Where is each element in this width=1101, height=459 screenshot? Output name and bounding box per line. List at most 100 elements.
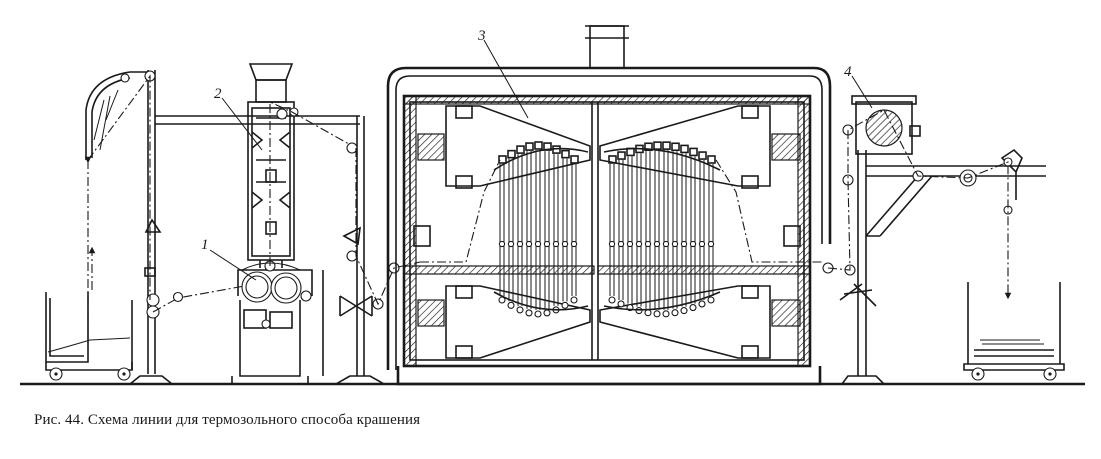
festoon-mid-roller xyxy=(698,240,706,248)
festoon-mid-roller xyxy=(516,240,524,248)
chain-rail-upper-right xyxy=(603,147,721,171)
festoon-loop xyxy=(571,164,577,296)
festoon-mid-roller xyxy=(680,240,688,248)
chain-rail-upper-left xyxy=(493,147,589,171)
callout-1: 1 xyxy=(201,237,257,281)
festoon-bottom-rod xyxy=(662,310,670,318)
festoon-bottom-rod xyxy=(653,310,661,318)
festoon-bottom-rod xyxy=(689,304,697,312)
festoon-mid-roller xyxy=(617,240,625,248)
festoon-bottom-rod xyxy=(525,309,533,317)
festoon-loop xyxy=(508,158,514,302)
festoon-loop xyxy=(645,151,651,309)
festoon-top-bar xyxy=(608,155,617,164)
festoon-loop xyxy=(553,154,559,306)
festoon-loop xyxy=(609,164,615,296)
chain-rail-lower-right xyxy=(603,291,721,311)
festoon-top-bar xyxy=(507,149,516,159)
festoon-top-bar xyxy=(698,151,707,160)
festoon-top-bar xyxy=(662,141,671,150)
chain-rail-lower-left xyxy=(493,291,589,311)
festoon-bottom-rod xyxy=(561,301,569,309)
festoon-loop xyxy=(699,160,705,300)
festoon-top-bar xyxy=(516,145,525,154)
festoon-mid-roller xyxy=(644,240,652,248)
festoon-mid-roller xyxy=(707,240,715,248)
festoon-bottom-rod xyxy=(671,309,679,317)
festoon-top-bar xyxy=(617,151,626,160)
festoon-mid-roller xyxy=(570,240,578,248)
festoon-loop xyxy=(562,158,568,302)
festoon-top-bar xyxy=(671,142,680,152)
festoon-top-bar xyxy=(707,155,716,164)
callout-4: 4 xyxy=(844,64,873,109)
festoon-mid-roller xyxy=(498,240,506,248)
fabric-path-left-entry xyxy=(88,74,151,340)
callout-3: 3 xyxy=(477,28,529,119)
festoon-bottom-rod xyxy=(534,310,542,318)
festoon-bottom-rod xyxy=(617,300,625,308)
festoon-top-bar xyxy=(689,147,698,157)
festoon-loop xyxy=(499,164,505,296)
festoon-mid-roller xyxy=(653,240,661,248)
festoon-loop xyxy=(708,164,714,296)
festoon-mid-roller xyxy=(671,240,679,248)
entry-guide-frame xyxy=(339,142,400,317)
festoon-bottom-rod xyxy=(543,309,551,317)
festoon-loop xyxy=(636,153,642,307)
festoon-top-bar xyxy=(525,142,534,151)
left-feed-mast xyxy=(85,70,175,385)
festoon-bottom-rod xyxy=(644,309,652,317)
festoon-mid-roller xyxy=(662,240,670,248)
callout-label-1: 1 xyxy=(201,237,209,253)
festoon-mid-roller xyxy=(507,240,515,248)
festoon-loop xyxy=(681,153,687,307)
festoon-loop xyxy=(544,151,550,309)
festoon-loop xyxy=(672,151,678,309)
festoon-mid-roller xyxy=(635,240,643,248)
festoon-top-bar xyxy=(680,144,689,154)
festoon-mid-roller xyxy=(608,240,616,248)
festoon-mid-roller xyxy=(561,240,569,248)
festoon-bottom-rod xyxy=(516,306,524,314)
festoon-mid-roller xyxy=(525,240,533,248)
festoon-bottom-rod xyxy=(608,296,616,304)
festoon-bottom-rod xyxy=(507,301,515,309)
festoon-loop xyxy=(526,151,532,309)
festoon-top-bar xyxy=(534,141,543,150)
festoon-loop xyxy=(517,154,523,306)
festoon-top-bar xyxy=(653,141,662,150)
festoon-mid-roller xyxy=(534,240,542,248)
festoon-top-bar xyxy=(561,149,570,159)
fabric-festoon-loops xyxy=(493,141,721,318)
festoon-bottom-rod xyxy=(680,307,688,315)
callout-label-4: 4 xyxy=(844,64,852,80)
festoon-top-bar xyxy=(552,145,561,154)
festoon-loop xyxy=(663,150,669,310)
festoon-bottom-rod xyxy=(570,296,578,304)
festoon-mid-roller xyxy=(689,240,697,248)
festoon-loop xyxy=(535,150,541,310)
festoon-top-bar xyxy=(644,142,653,152)
festoon-mid-roller xyxy=(626,240,634,248)
right-delivery-cart xyxy=(963,282,1065,381)
padding-mangle xyxy=(231,260,324,385)
festoon-loop xyxy=(618,160,624,300)
left-feed-cart xyxy=(45,292,133,381)
festoon-loop xyxy=(654,150,660,310)
exit-frame xyxy=(822,124,1046,385)
festoon-bottom-rod xyxy=(698,300,706,308)
festoon-mid-roller xyxy=(543,240,551,248)
callout-label-2: 2 xyxy=(214,86,222,102)
thermosol-chamber xyxy=(386,25,832,386)
line-diagram: 1 2 3 4 xyxy=(20,25,1085,386)
exit-drive-motor xyxy=(851,95,921,155)
callout-label-3: 3 xyxy=(477,28,486,44)
infrared-dryer xyxy=(247,63,299,268)
festoon-top-bar xyxy=(570,155,579,164)
festoon-loop xyxy=(690,156,696,304)
overhead-beam-left xyxy=(155,115,388,385)
figure-caption: Рис. 44. Схема линии для термозольного с… xyxy=(34,412,421,428)
festoon-loop xyxy=(627,156,633,304)
festoon-mid-roller xyxy=(552,240,560,248)
